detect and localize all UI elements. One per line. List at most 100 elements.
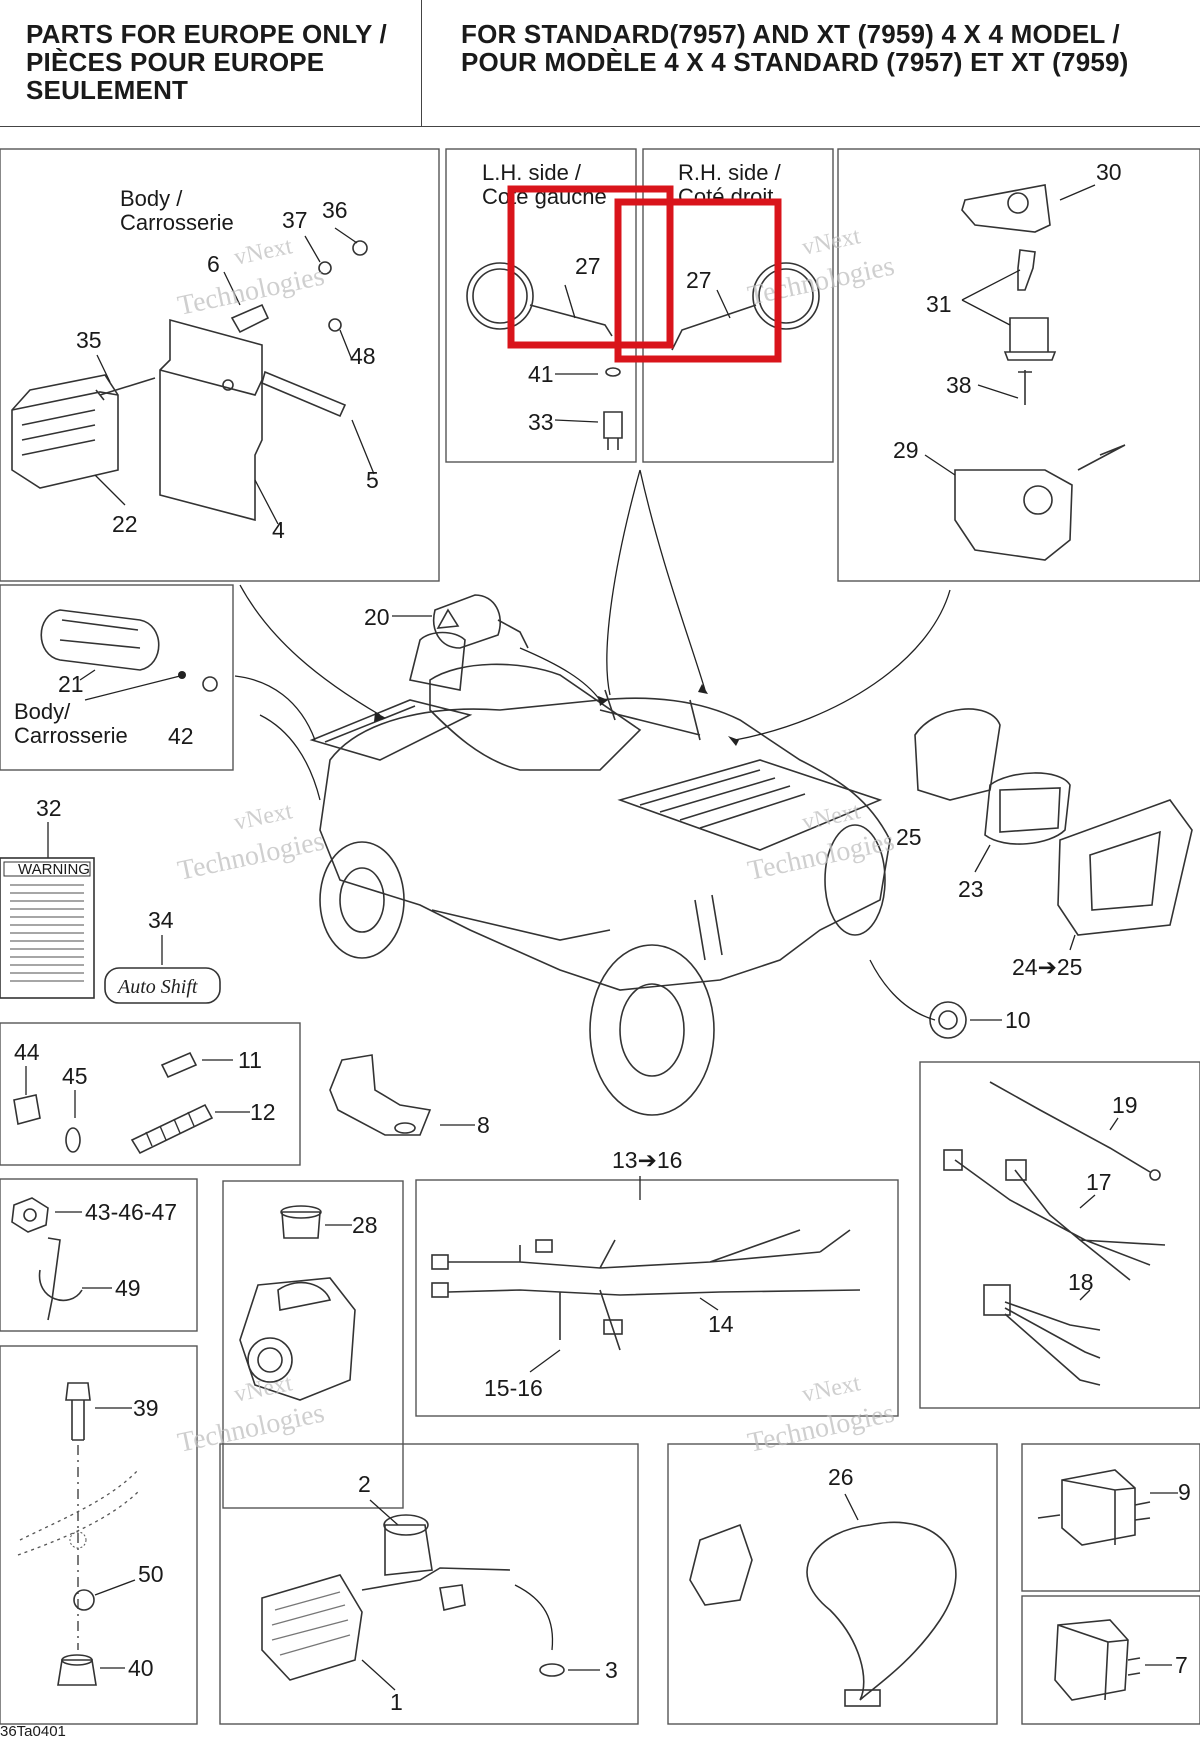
- connector-11: [160, 1051, 198, 1079]
- panel-wiring-harness: [415, 1179, 899, 1417]
- callout-9: 9: [1178, 1479, 1191, 1505]
- spacer: [230, 303, 270, 334]
- callout-42: 42: [168, 723, 194, 749]
- cable-group: 26: [689, 1464, 957, 1707]
- headlight-23: [984, 772, 1071, 845]
- callout-50: 50: [138, 1561, 164, 1587]
- reflector-21: [40, 609, 160, 671]
- body-plate-group: Body / Carrosserie 35 22 4 5 48 36 3: [11, 186, 379, 543]
- watermark-3-line2: Technologies: [175, 826, 327, 887]
- callout-32: 32: [36, 795, 62, 821]
- screw: [95, 377, 156, 401]
- atv-rear-wheel: [319, 841, 405, 959]
- atv-rear-rack: [309, 699, 473, 761]
- header-left-title: PARTS FOR EUROPE ONLY / PIÈCES POUR EURO…: [26, 19, 387, 105]
- harness-14: [447, 1229, 861, 1351]
- callout-10: 10: [1005, 1007, 1031, 1033]
- mirror-arm-lh: [529, 304, 613, 337]
- warning-decal: [0, 857, 95, 999]
- callout-6: 6: [207, 251, 220, 277]
- plate-bracket: [159, 318, 263, 522]
- atv-backrest: [409, 631, 466, 691]
- callout-43-46-47: 43-46-47: [85, 1199, 177, 1225]
- callout-48: 48: [350, 343, 376, 369]
- panel-cable: [667, 1443, 998, 1725]
- mirror-glass-rh: [752, 262, 820, 330]
- panel-harness-right: [919, 1061, 1200, 1409]
- watermark-4-line2: Technologies: [745, 826, 897, 887]
- callout-30: 30: [1096, 159, 1122, 185]
- atv-handlebar: [599, 689, 701, 741]
- relay-9: [1061, 1469, 1136, 1546]
- callout-29: 29: [893, 437, 919, 463]
- callout-37: 37: [282, 207, 308, 233]
- autoshift-decal-text: Auto Shift: [116, 976, 198, 998]
- leader-lines: [234, 469, 951, 1021]
- ignition-group: 30 31 38 29: [893, 159, 1126, 561]
- bolt-39: [65, 1382, 91, 1441]
- callout-14: 14: [708, 1311, 734, 1337]
- callout-27-right: 27: [686, 267, 712, 293]
- reflector-group: 21 Body/ Carrosserie 42: [14, 609, 218, 749]
- watermark-6-line2: Technologies: [745, 1398, 897, 1459]
- relay-group: 9 7: [1037, 1469, 1191, 1701]
- watermark-1-line1: vNext: [232, 233, 295, 271]
- headlight-bezel-24: [1057, 799, 1193, 936]
- watermark-6-line1: vNext: [800, 1370, 863, 1408]
- watermark-4-line1: vNext: [800, 798, 863, 836]
- atv-seat: [429, 663, 642, 771]
- callout-4: 4: [272, 517, 285, 543]
- panel-throttle: [222, 1180, 404, 1509]
- panel-bolt-bracket: [0, 1345, 198, 1725]
- callout-41: 41: [528, 361, 554, 387]
- harness-17: [954, 1159, 1166, 1281]
- washer-37: [318, 261, 332, 275]
- harness-right-group: 19 17 18: [943, 1081, 1166, 1386]
- atv-shock: [694, 894, 723, 961]
- housing-29: [954, 469, 1073, 561]
- callout-35: 35: [76, 327, 102, 353]
- atv-body-outline: [319, 697, 891, 991]
- front-parts-group: 20 23 24➔25 25 10: [364, 594, 1193, 1039]
- callout-3: 3: [605, 1657, 618, 1683]
- nut-1: [439, 1584, 466, 1611]
- key-31: [1017, 249, 1036, 291]
- callout-8: 8: [477, 1112, 490, 1138]
- callout-34: 34: [148, 907, 174, 933]
- callout-28: 28: [352, 1212, 378, 1238]
- mirror-rh-group: R.H. side / Coté droit 27: [671, 160, 820, 351]
- bracket-8-group: 8: [329, 1054, 490, 1138]
- nut-43: [11, 1197, 49, 1233]
- panel-mirror-rh: [642, 148, 834, 463]
- bolt-bracket-group: 39 50 40: [17, 1382, 164, 1686]
- watermark-5-line1: vNext: [232, 1370, 295, 1408]
- panel-small-parts: [0, 1022, 301, 1166]
- nut-42: [202, 676, 218, 692]
- callout-26: 26: [828, 1464, 854, 1490]
- callout-44: 44: [14, 1039, 40, 1065]
- callout-13-16: 13➔16: [612, 1147, 682, 1173]
- highlight-box-rh-mirror: [614, 198, 782, 363]
- body-label-2: Body/: [14, 699, 71, 724]
- callout-19: 19: [1112, 1092, 1138, 1118]
- callout-18: 18: [1068, 1269, 1094, 1295]
- atv-front-rack: [617, 759, 883, 851]
- callout-38: 38: [946, 372, 972, 398]
- key-bracket-30: [961, 184, 1051, 233]
- washer-41: [605, 367, 621, 377]
- callout-24-25: 24➔25: [1012, 954, 1082, 980]
- warning-decal-title: WARNING: [18, 861, 90, 878]
- watermark-1-line2: Technologies: [175, 261, 327, 322]
- lh-label: L.H. side /: [482, 160, 582, 185]
- callout-5: 5: [366, 467, 379, 493]
- body-label-1-fr: Carrosserie: [120, 210, 234, 235]
- callout-23: 23: [958, 876, 984, 902]
- headlight-housing-25: [914, 708, 1001, 801]
- switch-20: [433, 594, 501, 649]
- tie-wrap-49: [38, 1237, 83, 1321]
- rubber-boot-2: [384, 1524, 433, 1576]
- autoshift-decal: [104, 967, 221, 1004]
- callout-1: 1: [390, 1689, 403, 1715]
- panel-ignition: [837, 148, 1200, 582]
- watermark-2-line1: vNext: [800, 223, 863, 261]
